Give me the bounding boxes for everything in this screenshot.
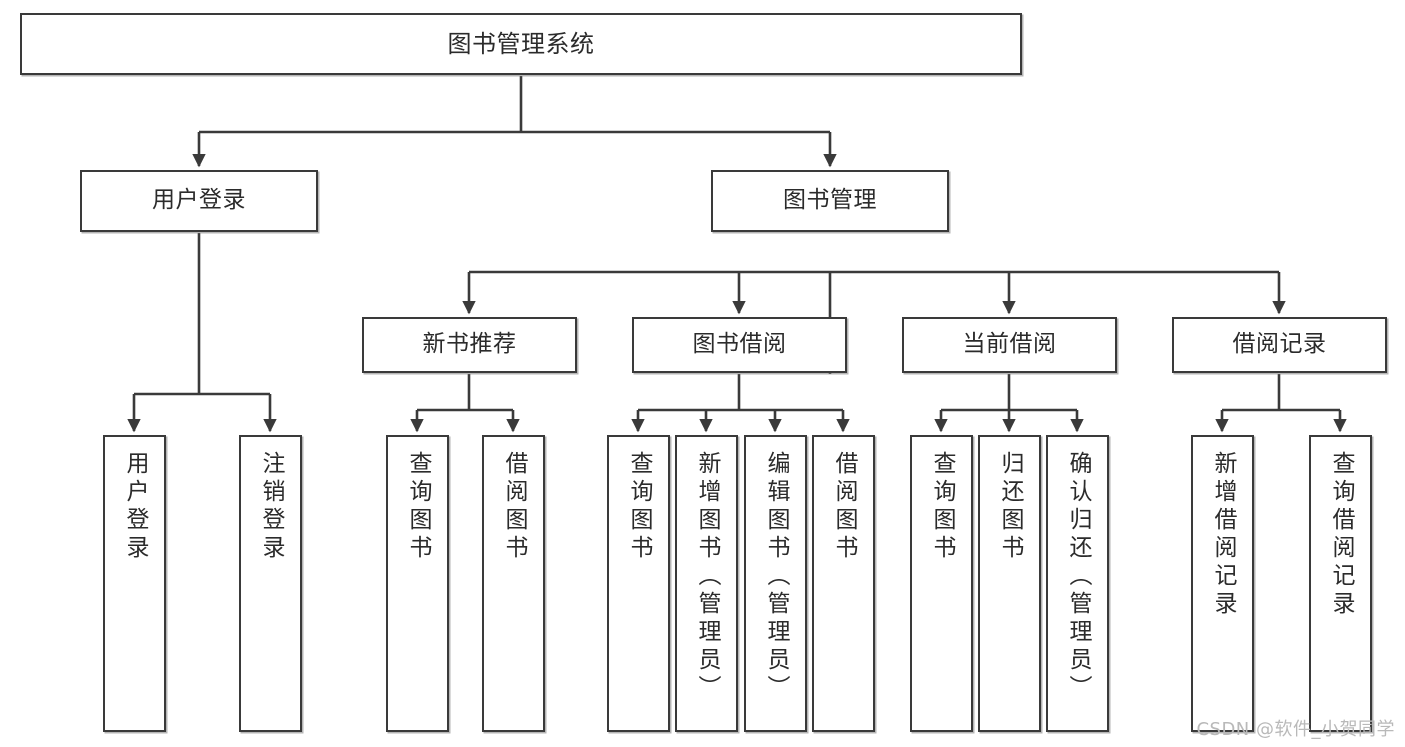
node-user-login[interactable]: 用户登录 xyxy=(80,170,318,232)
leaf-borrow-book-1-label: 借阅图书 xyxy=(501,451,527,563)
leaf-logout-label: 注销登录 xyxy=(258,451,284,563)
node-root[interactable]: 图书管理系统 xyxy=(20,13,1022,75)
leaf-return-book-label: 归还图书 xyxy=(997,451,1023,563)
leaf-confirm-return[interactable]: 确认归还（管理员） xyxy=(1046,435,1109,732)
leaf-query-book-2[interactable]: 查询图书 xyxy=(607,435,670,732)
leaf-query-record[interactable]: 查询借阅记录 xyxy=(1309,435,1372,732)
leaf-add-book[interactable]: 新增图书（管理员） xyxy=(675,435,738,732)
leaf-query-book-3-label: 查询图书 xyxy=(929,451,955,563)
leaf-borrow-book-2[interactable]: 借阅图书 xyxy=(812,435,875,732)
node-book-manage[interactable]: 图书管理 xyxy=(711,170,949,232)
leaf-add-book-label: 新增图书（管理员） xyxy=(694,451,720,703)
node-current-borrow-label: 当前借阅 xyxy=(962,331,1057,358)
leaf-query-record-label: 查询借阅记录 xyxy=(1328,451,1354,619)
leaf-query-book-2-label: 查询图书 xyxy=(626,451,652,563)
node-book-manage-label: 图书管理 xyxy=(783,187,877,214)
node-current-borrow[interactable]: 当前借阅 xyxy=(902,317,1117,373)
leaf-edit-book[interactable]: 编辑图书（管理员） xyxy=(744,435,807,732)
node-borrow-record-label: 借阅记录 xyxy=(1232,331,1327,358)
leaf-return-book[interactable]: 归还图书 xyxy=(978,435,1041,732)
leaf-user-login[interactable]: 用户登录 xyxy=(103,435,166,732)
node-new-book-recommend[interactable]: 新书推荐 xyxy=(362,317,577,373)
leaf-add-record-label: 新增借阅记录 xyxy=(1210,451,1236,619)
node-user-login-label: 用户登录 xyxy=(152,187,246,214)
watermark: CSDN @软件_小贺同学 xyxy=(1196,719,1395,740)
leaf-logout[interactable]: 注销登录 xyxy=(239,435,302,732)
leaf-borrow-book-2-label: 借阅图书 xyxy=(831,451,857,563)
leaf-edit-book-label: 编辑图书（管理员） xyxy=(763,451,789,703)
leaf-add-record[interactable]: 新增借阅记录 xyxy=(1191,435,1254,732)
leaf-query-book-1[interactable]: 查询图书 xyxy=(386,435,449,732)
node-new-book-recommend-label: 新书推荐 xyxy=(422,331,517,358)
leaf-query-book-1-label: 查询图书 xyxy=(405,451,431,563)
leaf-confirm-return-label: 确认归还（管理员） xyxy=(1065,451,1091,703)
leaf-borrow-book-1[interactable]: 借阅图书 xyxy=(482,435,545,732)
node-book-borrow-label: 图书借阅 xyxy=(692,331,787,358)
node-book-borrow[interactable]: 图书借阅 xyxy=(632,317,847,373)
node-root-label: 图书管理系统 xyxy=(447,29,595,58)
leaf-query-book-3[interactable]: 查询图书 xyxy=(910,435,973,732)
node-borrow-record[interactable]: 借阅记录 xyxy=(1172,317,1387,373)
leaf-user-login-label: 用户登录 xyxy=(122,451,148,563)
